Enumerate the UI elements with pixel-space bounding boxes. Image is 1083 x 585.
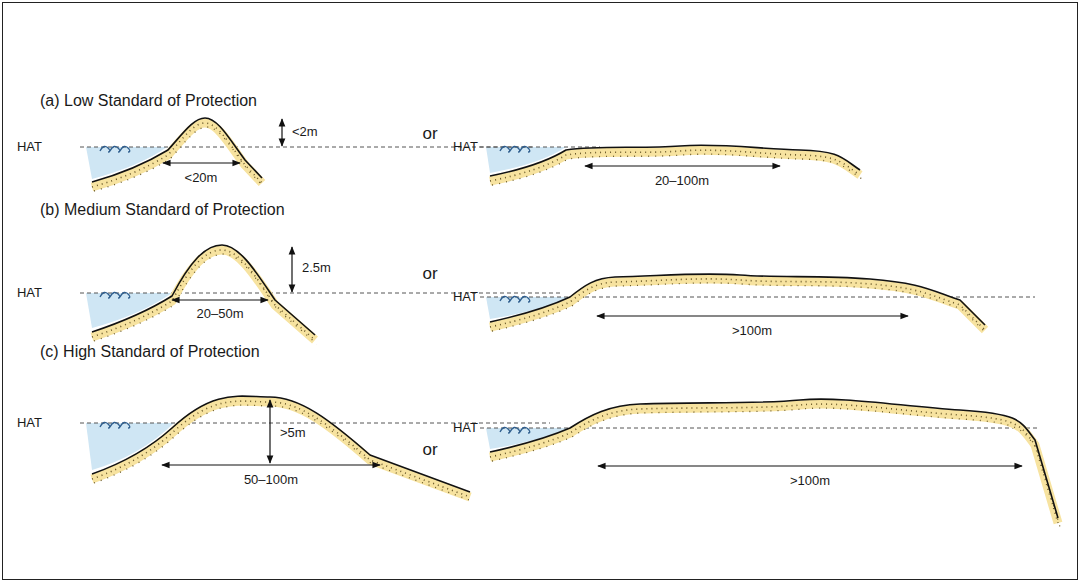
connector-word: or <box>422 441 437 460</box>
dimension: >5m <box>280 426 306 440</box>
tide-level: HAT <box>453 290 478 304</box>
dimension: 20–50m <box>197 307 244 321</box>
tide-level: HAT <box>453 140 478 154</box>
connector-word: or <box>422 265 437 284</box>
tide-level: HAT <box>453 421 478 435</box>
dimension: >100m <box>790 474 830 488</box>
dimension: 50–100m <box>244 473 298 487</box>
dimension: >100m <box>732 324 772 338</box>
tide-level: HAT <box>17 416 42 430</box>
dimension: <20m <box>185 171 218 185</box>
dimension: <2m <box>292 125 318 139</box>
section-heading: (b) Medium Standard of Protection <box>40 201 285 219</box>
connector-word: or <box>422 125 437 144</box>
dimension: 20–100m <box>655 174 709 188</box>
section-heading: (c) High Standard of Protection <box>40 343 260 361</box>
dimension: 2.5m <box>302 261 331 275</box>
tide-level: HAT <box>17 286 42 300</box>
tide-level: HAT <box>17 140 42 154</box>
section-heading: (a) Low Standard of Protection <box>40 92 257 110</box>
